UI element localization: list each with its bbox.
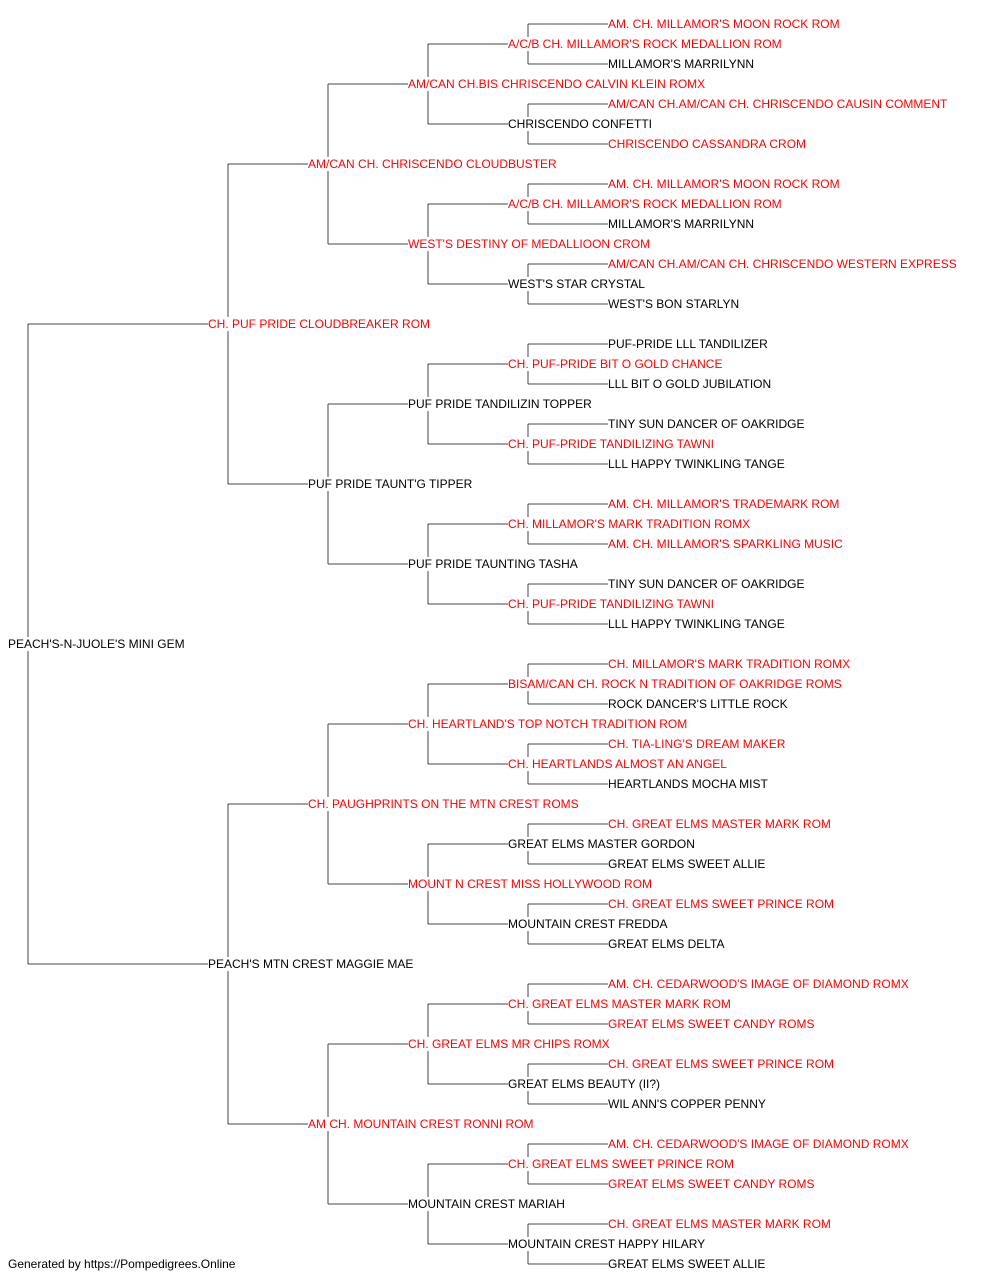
pedigree-node-sire-sire-dam-sire-sire: AM. CH. MILLAMOR'S MOON ROCK ROM [608, 177, 842, 191]
pedigree-node-dam-dam-dam-dam-dam: GREAT ELMS SWEET ALLIE [608, 1257, 768, 1271]
pedigree-node-sire-sire-dam-dam-dam: WEST'S BON STARLYN [608, 297, 742, 311]
pedigree-node-dam-sire-sire-dam-dam: HEARTLANDS MOCHA MIST [608, 777, 770, 791]
pedigree-node-sire-sire-sire-dam-sire: AM/CAN CH.AM/CAN CH. CHRISCENDO CAUSIN C… [608, 97, 950, 111]
pedigree-node-sire-dam-dam-dam-dam: LLL HAPPY TWINKLING TANGE [608, 617, 787, 631]
pedigree-node-dam-sire-sire-sire-dam: ROCK DANCER'S LITTLE ROCK [608, 697, 790, 711]
pedigree-node-sire-dam-sire-sire-sire: PUF-PRIDE LLL TANDILIZER [608, 337, 770, 351]
pedigree-node-sire-dam-sire-dam: CH. PUF-PRIDE TANDILIZING TAWNI [508, 437, 717, 451]
pedigree-node-dam-sire-dam-dam-dam: GREAT ELMS DELTA [608, 937, 727, 951]
pedigree-node-dam-sire-dam-dam: MOUNTAIN CREST FREDDA [508, 917, 670, 931]
pedigree-node-sire-dam-sire-dam-dam: LLL HAPPY TWINKLING TANGE [608, 457, 787, 471]
pedigree-node-dam-dam-dam-dam: MOUNTAIN CREST HAPPY HILARY [508, 1237, 708, 1251]
pedigree-node-sire-dam-dam-dam-sire: TINY SUN DANCER OF OAKRIDGE [608, 577, 807, 591]
pedigree-node-sire-dam-dam-dam: CH. PUF-PRIDE TANDILIZING TAWNI [508, 597, 717, 611]
pedigree-node-dam-sire-sire-dam: CH. HEARTLANDS ALMOST AN ANGEL [508, 757, 729, 771]
pedigree-node-dam-dam-sire-sire-sire: AM. CH. CEDARWOOD'S IMAGE OF DIAMOND ROM… [608, 977, 911, 991]
pedigree-node-sire: CH. PUF PRIDE CLOUDBREAKER ROM [208, 317, 433, 331]
pedigree-node-sire-dam: PUF PRIDE TAUNT'G TIPPER [308, 477, 475, 491]
pedigree-node-sire-dam-dam-sire-sire: AM. CH. MILLAMOR'S TRADEMARK ROM [608, 497, 842, 511]
pedigree-node-dam-dam: AM CH. MOUNTAIN CREST RONNI ROM [308, 1117, 536, 1131]
pedigree-node-sire-dam-dam: PUF PRIDE TAUNTING TASHA [408, 557, 580, 571]
pedigree-node-sire-sire-sire-sire: A/C/B CH. MILLAMOR'S ROCK MEDALLION ROM [508, 37, 784, 51]
pedigree-node-sire-sire-sire-sire-sire: AM. CH. MILLAMOR'S MOON ROCK ROM [608, 17, 842, 31]
pedigree-node-sire-dam-dam-sire-dam: AM. CH. MILLAMOR'S SPARKLING MUSIC [608, 537, 845, 551]
pedigree-node-dam-dam-dam: MOUNTAIN CREST MARIAH [408, 1197, 567, 1211]
pedigree-node-sire-sire-dam-dam: WEST'S STAR CRYSTAL [508, 277, 647, 291]
pedigree-node-dam-sire-sire: CH. HEARTLAND'S TOP NOTCH TRADITION ROM [408, 717, 690, 731]
pedigree-node-dam-dam-sire-dam: GREAT ELMS BEAUTY (II?) [508, 1077, 663, 1091]
pedigree-node-sire-sire-dam-dam-sire: AM/CAN CH.AM/CAN CH. CHRISCENDO WESTERN … [608, 257, 959, 271]
pedigree-node-sire-dam-sire: PUF PRIDE TANDILIZIN TOPPER [408, 397, 594, 411]
pedigree-node-sire-sire-sire-sire-dam: MILLAMOR'S MARRILYNN [608, 57, 757, 71]
pedigree-node-dam-sire-dam-sire-sire: CH. GREAT ELMS MASTER MARK ROM [608, 817, 833, 831]
pedigree-node-sire-sire-dam: WEST'S DESTINY OF MEDALLIOON CROM [408, 237, 653, 251]
pedigree-node-dam-dam-sire: CH. GREAT ELMS MR CHIPS ROMX [408, 1037, 612, 1051]
pedigree-node-sire-sire-sire: AM/CAN CH.BIS CHRISCENDO CALVIN KLEIN RO… [408, 77, 708, 91]
pedigree-node-dam-dam-sire-dam-sire: CH. GREAT ELMS SWEET PRINCE ROM [608, 1057, 837, 1071]
pedigree-node-sire-dam-sire-sire: CH. PUF-PRIDE BIT O GOLD CHANCE [508, 357, 725, 371]
pedigree-node-sire-sire-sire-dam: CHRISCENDO CONFETTI [508, 117, 654, 131]
pedigree-node-dam-dam-dam-sire-sire: AM. CH. CEDARWOOD'S IMAGE OF DIAMOND ROM… [608, 1137, 911, 1151]
pedigree-node-dam-sire-sire-sire: BISAM/CAN CH. ROCK N TRADITION OF OAKRID… [508, 677, 844, 691]
pedigree-node-sire-dam-dam-sire: CH. MILLAMOR'S MARK TRADITION ROMX [508, 517, 753, 531]
pedigree-node-dam-dam-dam-sire: CH. GREAT ELMS SWEET PRINCE ROM [508, 1157, 737, 1171]
pedigree-node-dam-sire-dam-sire-dam: GREAT ELMS SWEET ALLIE [608, 857, 768, 871]
pedigree-node-dam-sire-sire-dam-sire: CH. TIA-LING'S DREAM MAKER [608, 737, 788, 751]
pedigree-node-dam-dam-dam-dam-sire: CH. GREAT ELMS MASTER MARK ROM [608, 1217, 833, 1231]
pedigree-node-sire-sire: AM/CAN CH. CHRISCENDO CLOUDBUSTER [308, 157, 559, 171]
pedigree-node-dam-sire-dam: MOUNT N CREST MISS HOLLYWOOD ROM [408, 877, 655, 891]
pedigree-node-dam-dam-sire-sire-dam: GREAT ELMS SWEET CANDY ROMS [608, 1017, 817, 1031]
pedigree-node-sire-sire-dam-sire-dam: MILLAMOR'S MARRILYNN [608, 217, 757, 231]
pedigree-node-sire-sire-dam-sire: A/C/B CH. MILLAMOR'S ROCK MEDALLION ROM [508, 197, 784, 211]
pedigree-node-dam-dam-dam-sire-dam: GREAT ELMS SWEET CANDY ROMS [608, 1177, 817, 1191]
pedigree-node-sire-sire-sire-dam-dam: CHRISCENDO CASSANDRA CROM [608, 137, 809, 151]
pedigree-node-dam-dam-sire-sire: CH. GREAT ELMS MASTER MARK ROM [508, 997, 733, 1011]
footer-credit: Generated by https://Pompedigrees.Online [8, 1257, 236, 1271]
pedigree-node-dam: PEACH'S MTN CREST MAGGIE MAE [208, 957, 416, 971]
pedigree-node-sire-dam-sire-sire-dam: LLL BIT O GOLD JUBILATION [608, 377, 774, 391]
pedigree-node-dam-sire: CH. PAUGHPRINTS ON THE MTN CREST ROMS [308, 797, 581, 811]
pedigree-node-sire-dam-sire-dam-sire: TINY SUN DANCER OF OAKRIDGE [608, 417, 807, 431]
pedigree-node-dam-sire-dam-dam-sire: CH. GREAT ELMS SWEET PRINCE ROM [608, 897, 837, 911]
pedigree-node-subject: PEACH'S-N-JUOLE'S MINI GEM [8, 637, 187, 651]
pedigree-node-dam-dam-sire-dam-dam: WIL ANN'S COPPER PENNY [608, 1097, 768, 1111]
pedigree-node-dam-sire-sire-sire-sire: CH. MILLAMOR'S MARK TRADITION ROMX [608, 657, 853, 671]
pedigree-node-dam-sire-dam-sire: GREAT ELMS MASTER GORDON [508, 837, 697, 851]
